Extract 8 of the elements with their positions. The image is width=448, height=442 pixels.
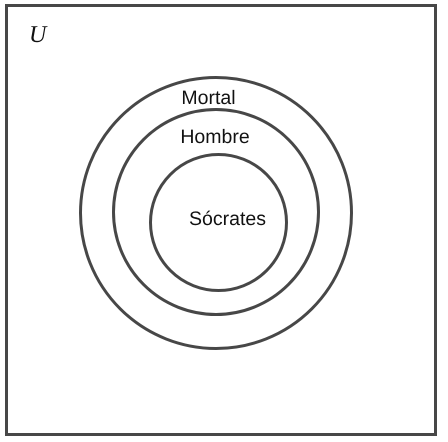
set-circle	[149, 152, 288, 292]
set-label: Mortal	[181, 87, 236, 110]
universe-rectangle	[5, 4, 437, 436]
set-label: Hombre	[180, 126, 250, 148]
set-circle	[79, 76, 353, 350]
set-circle	[112, 108, 320, 316]
set-label: Sócrates	[189, 208, 266, 230]
universe-label: U	[29, 22, 46, 50]
